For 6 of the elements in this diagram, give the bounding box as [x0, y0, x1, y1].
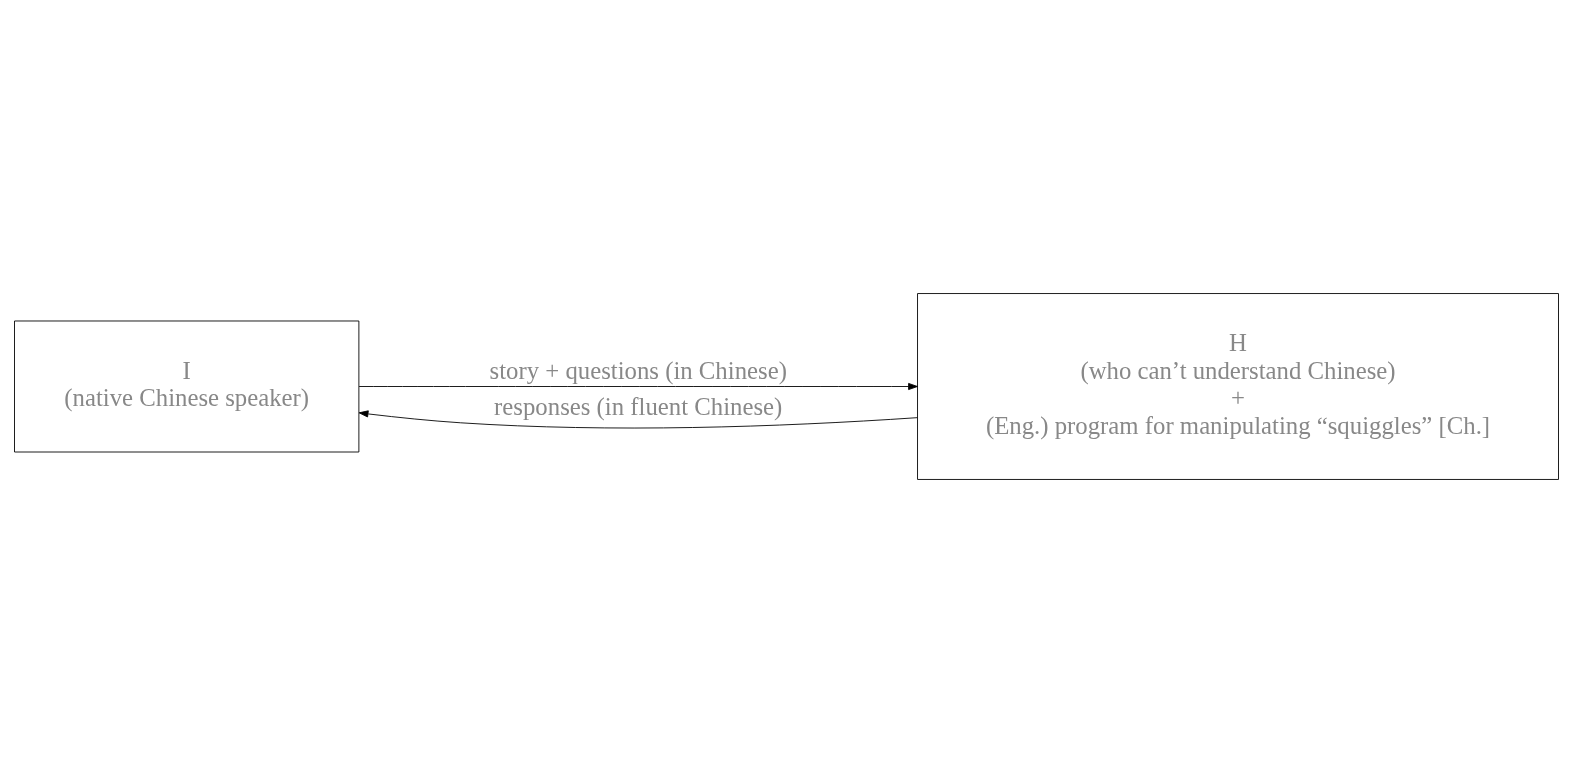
- node-box: I (native Chinese speaker): [14, 320, 360, 453]
- edge-label: story + questions (in Chinese): [489, 356, 787, 384]
- arrow: [358, 382, 918, 391]
- edge-label: responses (in fluent Chinese): [494, 393, 783, 421]
- arrow: [358, 410, 918, 429]
- node-box: H (who can’t understand Chinese) + (Eng.) program for manipulating “squiggles” [Ch.]: [917, 293, 1559, 480]
